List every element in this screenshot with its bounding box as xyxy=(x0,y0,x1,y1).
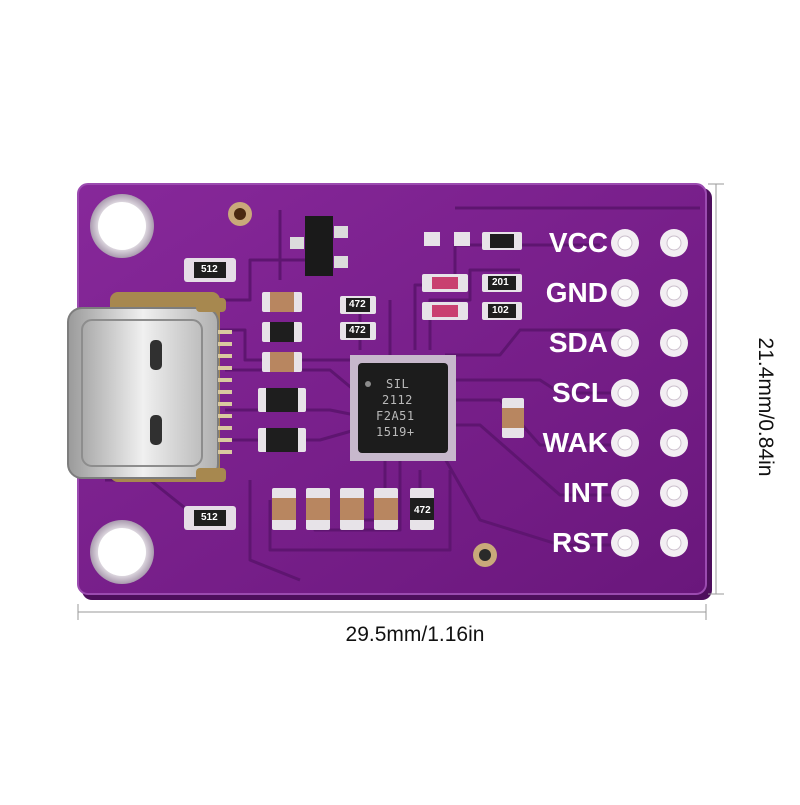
height-dimension-label: 21.4mm/0.84in xyxy=(754,337,777,477)
resistor-mark: 201 xyxy=(492,277,509,288)
pin-label-vcc: VCC xyxy=(548,227,608,258)
header-pins xyxy=(611,229,688,557)
chip-marking-line-4: 1519+ xyxy=(376,425,415,439)
usb-c-connector xyxy=(67,292,232,482)
chip-marking-line-2: 2112 xyxy=(382,393,413,407)
pin-label-sda: SDA xyxy=(548,327,608,358)
chip-marking-line-3: F2A51 xyxy=(376,409,415,423)
chip-marking-line-1: SIL xyxy=(386,377,410,391)
pin-label-int: INT xyxy=(562,477,608,508)
mounting-holes xyxy=(90,194,497,584)
resistor-mark: 472 xyxy=(349,325,366,336)
resistor-mark: 472 xyxy=(349,299,366,310)
pin-label-gnd: GND xyxy=(545,277,608,308)
resistor-mark: 512 xyxy=(201,512,218,523)
pin-label-scl: SCL xyxy=(552,377,608,408)
resistor-mark: 472 xyxy=(414,505,431,516)
dimension-lines xyxy=(77,183,724,620)
smd-components xyxy=(184,216,524,530)
cp2112-chip xyxy=(350,355,456,461)
pin-label-rst: RST xyxy=(552,527,608,558)
resistor-mark: 102 xyxy=(492,305,509,316)
resistor-mark: 512 xyxy=(201,264,218,275)
width-dimension-label: 29.5mm/1.16in xyxy=(345,623,485,646)
pin-label-wak: WAK xyxy=(542,427,608,458)
